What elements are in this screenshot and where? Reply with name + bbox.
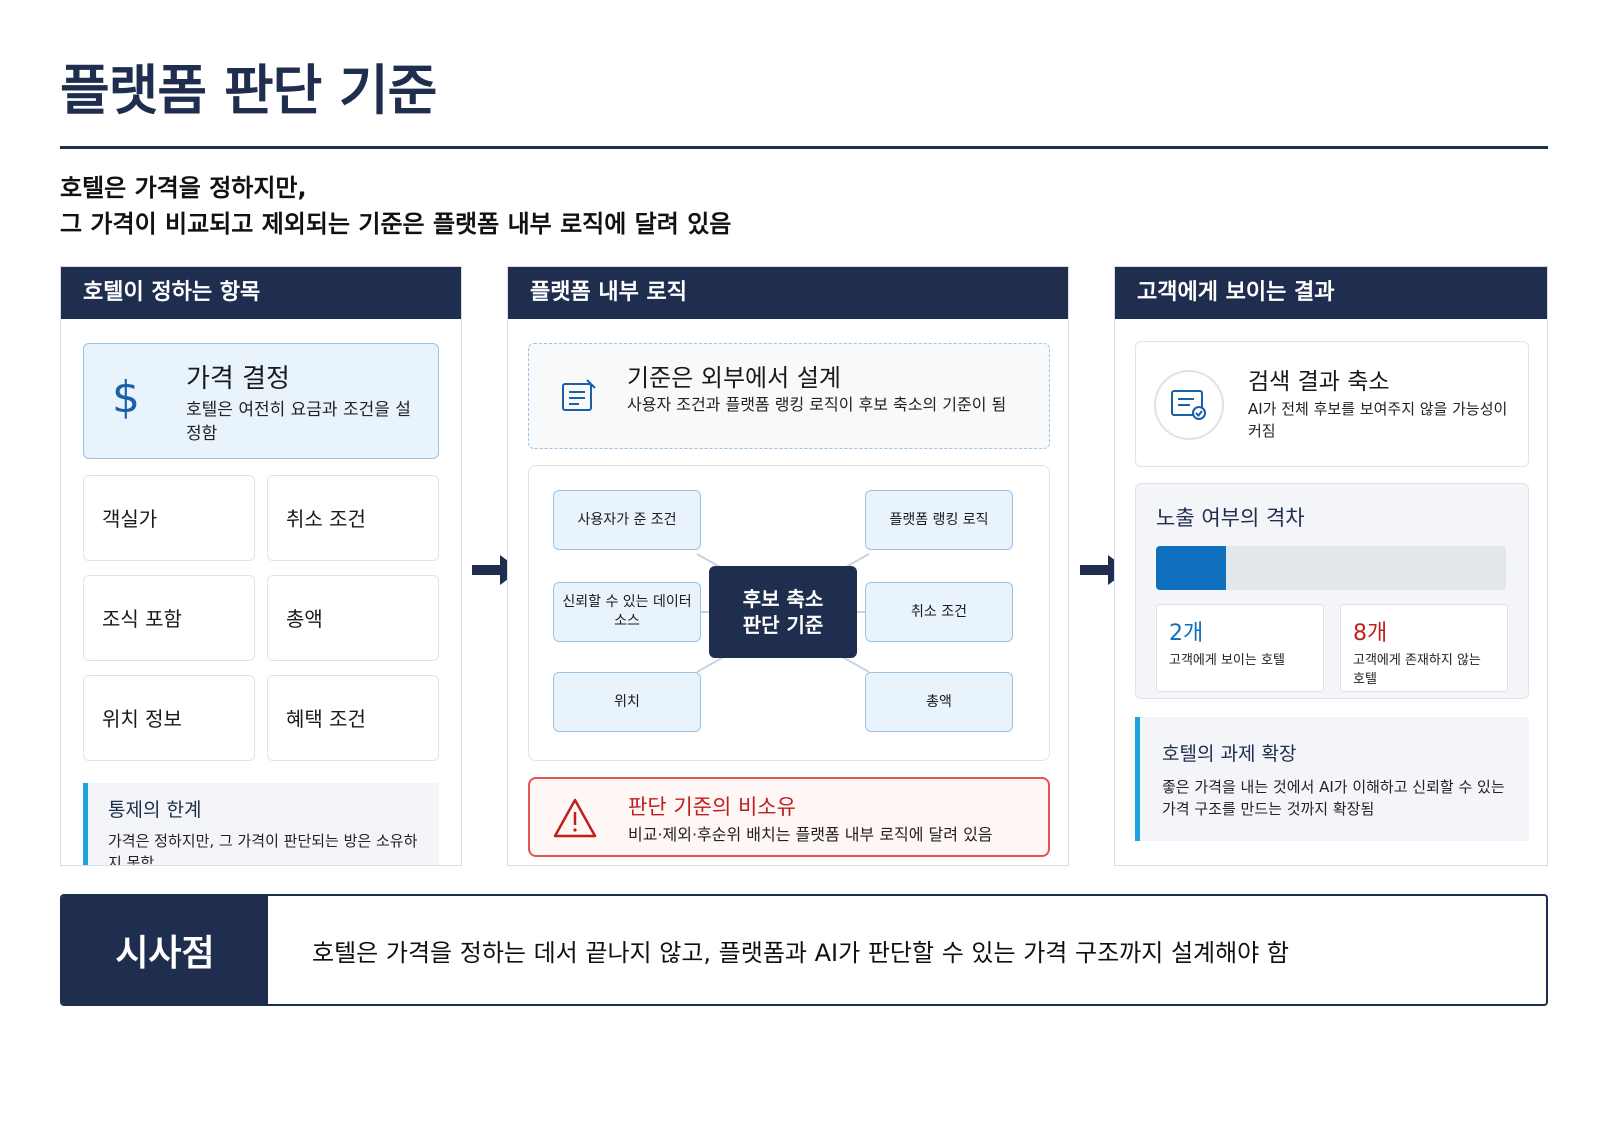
note-title: 통제의 한계: [108, 799, 202, 821]
card-title: 기준은 외부에서 설계: [627, 364, 841, 392]
stat-label: 고객에게 존재하지 않는 호텔: [1353, 653, 1481, 687]
panel-customer-results: 고객에게 보이는 결과 검색 결과 축소 AI가 전체 후보를 보여주지 않을 …: [1114, 266, 1548, 866]
item-tile: 취소 조건: [267, 475, 439, 561]
criteria-node: 사용자가 준 조건: [553, 490, 701, 550]
subtitle-line-1: 호텔은 가격을 정하지만,: [60, 174, 307, 202]
card-title: 가격 결정: [186, 364, 290, 394]
criteria-node: 신뢰할 수 있는 데이터 소스: [553, 582, 701, 642]
criteria-node: 위치: [553, 672, 701, 732]
subtitle-line-2: 그 가격이 비교되고 제외되는 기준은 플랫폼 내부 로직에 달려 있음: [60, 210, 732, 238]
exposure-progress-fill: [1156, 546, 1226, 590]
center-line-2: 판단 기준: [742, 613, 824, 637]
panel-hotel-items: 호텔이 정하는 항목 $ 가격 결정 호텔은 여전히 요금과 조건을 설정함 객…: [60, 266, 462, 866]
card-description: 사용자 조건과 플랫폼 랭킹 로직이 후보 축소의 기준이 됨: [627, 395, 1007, 414]
criteria-node: 플랫폼 랭킹 로직: [865, 490, 1013, 550]
card-title: 검색 결과 축소: [1248, 369, 1390, 395]
visible-hotels-stat: 2개 고객에게 보이는 호텔: [1156, 604, 1324, 692]
exposure-progress-bar: [1156, 546, 1506, 590]
banner-label: 시사점: [62, 896, 268, 1004]
card-description: 호텔은 여전히 요금과 조건을 설정함: [186, 400, 411, 444]
card-title: 노출 여부의 격차: [1156, 506, 1305, 530]
note-title: 호텔의 과제 확장: [1162, 743, 1297, 765]
stat-count: 2개: [1169, 621, 1204, 646]
note-description: 좋은 가격을 내는 것에서 AI가 이해하고 신뢰할 수 있는 가격 구조를 만…: [1162, 778, 1505, 818]
warning-icon: [552, 797, 598, 843]
page-title: 플랫폼 판단 기준: [60, 59, 437, 122]
page-subtitle: 호텔은 가격을 정하지만, 그 가격이 비교되고 제외되는 기준은 플랫폼 내부…: [60, 170, 731, 242]
note-description: 가격은 정하지만, 그 가격이 판단되는 방은 소유하지 못함: [108, 832, 418, 866]
item-tile: 위치 정보: [83, 675, 255, 761]
item-tile: 객실가: [83, 475, 255, 561]
central-criteria-node: 후보 축소 판단 기준: [709, 566, 857, 658]
hotel-task-note: 호텔의 과제 확장 좋은 가격을 내는 것에서 AI가 이해하고 신뢰할 수 있…: [1135, 717, 1529, 841]
criteria-mind-map: 사용자가 준 조건 신뢰할 수 있는 데이터 소스 위치 플랫폼 랭킹 로직 취…: [528, 465, 1050, 761]
card-title: 판단 기준의 비소유: [628, 795, 796, 819]
title-divider: [60, 146, 1548, 149]
stat-label: 고객에게 보이는 호텔: [1169, 653, 1285, 668]
control-limit-note: 통제의 한계 가격은 정하지만, 그 가격이 판단되는 방은 소유하지 못함: [83, 783, 439, 866]
hidden-hotels-stat: 8개 고객에게 존재하지 않는 호텔: [1340, 604, 1508, 692]
implication-banner: 시사점 호텔은 가격을 정하는 데서 끝나지 않고, 플랫폼과 AI가 판단할 …: [60, 894, 1548, 1006]
verified-document-icon: [1154, 370, 1224, 440]
criteria-node: 취소 조건: [865, 582, 1013, 642]
stat-count: 8개: [1353, 621, 1388, 646]
panel-header: 호텔이 정하는 항목: [61, 267, 461, 319]
dollar-icon: $: [112, 372, 140, 423]
item-tile: 총액: [267, 575, 439, 661]
banner-text: 호텔은 가격을 정하는 데서 끝나지 않고, 플랫폼과 AI가 판단할 수 있는…: [312, 938, 1289, 967]
center-line-1: 후보 축소: [742, 587, 824, 611]
search-reduction-card: 검색 결과 축소 AI가 전체 후보를 보여주지 않을 가능성이 커짐: [1135, 341, 1529, 467]
document-list-icon: [559, 376, 599, 420]
external-design-card: 기준은 외부에서 설계 사용자 조건과 플랫폼 랭킹 로직이 후보 축소의 기준…: [528, 343, 1050, 449]
exposure-gap-card: 노출 여부의 격차 2개 고객에게 보이는 호텔 8개 고객에게 존재하지 않는…: [1135, 483, 1529, 699]
price-decision-card: $ 가격 결정 호텔은 여전히 요금과 조건을 설정함: [83, 343, 439, 459]
panel-platform-logic: 플랫폼 내부 로직 기준은 외부에서 설계 사용자 조건과 플랫폼 랭킹 로직이…: [507, 266, 1069, 866]
card-description: 비교·제외·후순위 배치는 플랫폼 내부 로직에 달려 있음: [628, 825, 993, 844]
criteria-node: 총액: [865, 672, 1013, 732]
card-description: AI가 전체 후보를 보여주지 않을 가능성이 커짐: [1248, 400, 1508, 440]
item-tile: 조식 포함: [83, 575, 255, 661]
panel-header: 플랫폼 내부 로직: [508, 267, 1068, 319]
item-tile: 혜택 조건: [267, 675, 439, 761]
panel-header: 고객에게 보이는 결과: [1115, 267, 1547, 319]
non-ownership-warning-card: 판단 기준의 비소유 비교·제외·후순위 배치는 플랫폼 내부 로직에 달려 있…: [528, 777, 1050, 857]
